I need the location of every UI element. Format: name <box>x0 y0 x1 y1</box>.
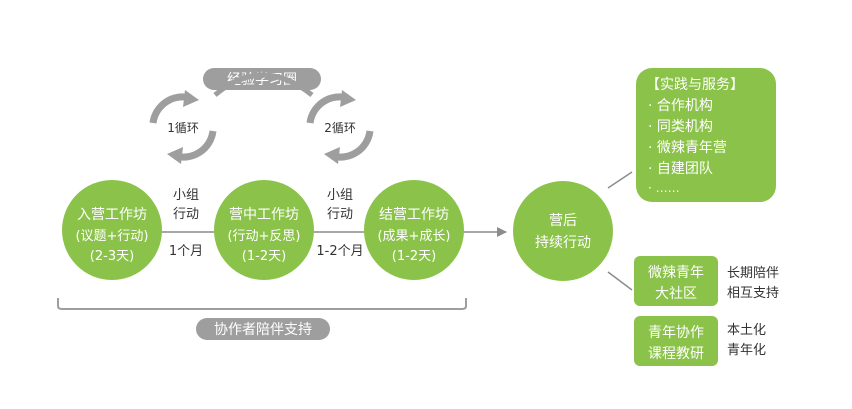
connector-2: 小组 行动 1-2个月 <box>316 188 363 259</box>
cycle-2-label: 2循环 <box>324 121 356 135</box>
curriculum-box-bg <box>634 316 718 366</box>
stage-mid-title: 营中工作坊 <box>229 207 299 223</box>
stage-mid-duration: (1-2天) <box>242 249 286 264</box>
connector-1-top-line-2: 行动 <box>173 207 199 222</box>
community-box-bg <box>634 256 718 306</box>
stage-entry: 入营工作坊 (议题+行动) (2-3天) <box>62 180 162 280</box>
facilitator-badge: 协作者陪伴支持 <box>196 318 330 340</box>
community-note-line-1: 长期陪伴 <box>727 266 779 281</box>
stage-entry-title: 入营工作坊 <box>77 207 147 223</box>
cycle-1-label: 1循环 <box>167 121 199 135</box>
practice-item-4: · 自建团队 <box>648 161 713 177</box>
stage-mid-circle <box>214 180 314 280</box>
cycle-2-arrowhead-bottom <box>324 147 340 164</box>
stage-mid: 营中工作坊 (行动+反思) (1-2天) <box>214 180 314 280</box>
cycle-2: 2循环 <box>306 90 374 164</box>
cycle-1: 1循环 <box>149 90 217 164</box>
practice-box-title: 【实践与服务】 <box>646 77 744 93</box>
cycle-2-arrowhead-top <box>340 90 356 107</box>
cycle-1-arrowhead-bottom <box>167 147 183 164</box>
stage-mid-subtitle: (行动+反思) <box>227 229 300 244</box>
stage-post-subtitle: 持续行动 <box>535 234 591 251</box>
stage-closing-duration: (1-2天) <box>392 249 436 264</box>
connector-2-top-line-2: 行动 <box>327 207 353 222</box>
practice-item-5: · …… <box>648 181 680 195</box>
facilitator-label: 协作者陪伴支持 <box>214 322 312 338</box>
stage-entry-duration: (2-3天) <box>90 249 134 264</box>
branch-line-community <box>607 271 633 291</box>
connector-1: 小组 行动 1个月 <box>169 188 203 259</box>
community-box: 微辣青年 大社区 <box>634 256 718 306</box>
practice-box-bg <box>636 68 776 202</box>
practice-item-1: · 合作机构 <box>648 98 713 114</box>
cycle-arc-connector <box>213 72 314 97</box>
stage-post: 营后 持续行动 <box>513 181 613 281</box>
curriculum-box-line-2: 课程教研 <box>648 346 704 362</box>
stage-entry-circle <box>62 180 162 280</box>
stage-closing-subtitle: (成果+成长) <box>377 229 450 244</box>
facilitator-pill <box>196 318 330 340</box>
connector-2-top-line-1: 小组 <box>327 188 353 203</box>
branch-line-practice <box>607 171 633 189</box>
connector-1-bottom: 1个月 <box>169 244 203 259</box>
stage-closing-circle <box>364 180 464 280</box>
stage-post-circle <box>513 181 613 281</box>
curriculum-box-line-1: 青年协作 <box>648 325 704 341</box>
curriculum-note-line-1: 本土化 <box>727 323 766 338</box>
practice-item-2: · 同类机构 <box>648 119 713 135</box>
curriculum-note-line-2: 青年化 <box>727 343 766 358</box>
stage-closing-title: 结营工作坊 <box>379 207 449 223</box>
stage-closing: 结营工作坊 (成果+成长) (1-2天) <box>364 180 464 280</box>
curriculum-box: 青年协作 课程教研 <box>634 316 718 366</box>
connector-1-top-line-1: 小组 <box>173 188 199 203</box>
practice-box: 【实践与服务】 · 合作机构 · 同类机构 · 微辣青年营 · 自建团队 · …… <box>636 68 776 202</box>
practice-item-3: · 微辣青年营 <box>648 140 727 156</box>
stage-entry-subtitle: (议题+行动) <box>75 229 148 244</box>
cycle-1-arrowhead-top <box>183 90 199 107</box>
stage-post-title: 营后 <box>549 213 577 229</box>
community-note-line-2: 相互支持 <box>727 286 779 301</box>
facilitator-bracket <box>57 298 467 310</box>
community-box-line-1: 微辣青年 <box>648 265 704 281</box>
community-box-line-2: 大社区 <box>655 286 697 302</box>
connector-2-bottom: 1-2个月 <box>316 244 363 259</box>
